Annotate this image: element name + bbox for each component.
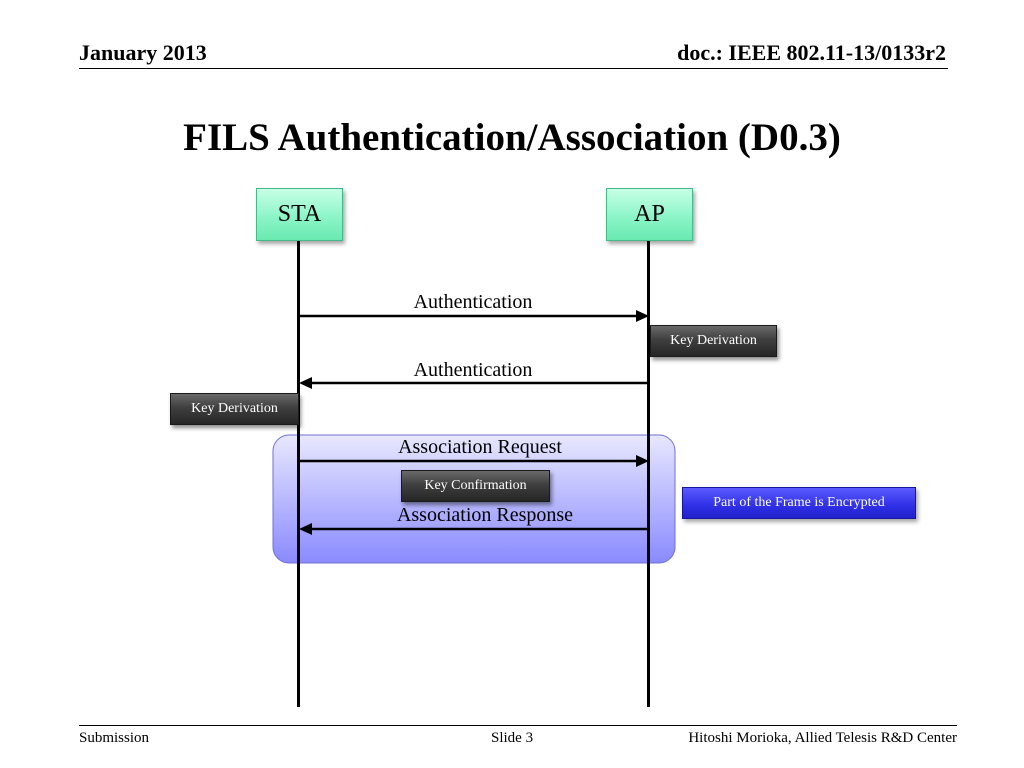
footer-slide-number: Slide 3 <box>491 730 534 746</box>
header-doc-id: doc.: IEEE 802.11-13/0133r2 <box>677 40 946 65</box>
assoc-request-arrowhead <box>636 455 649 467</box>
footer-divider <box>79 725 957 726</box>
auth-request-arrowhead <box>636 310 649 322</box>
encrypted-frame-note: Part of the Frame is Encrypted <box>682 487 916 519</box>
assoc-response-arrowhead <box>299 523 312 535</box>
key-derivation-ap-box: Key Derivation <box>650 325 777 357</box>
auth-response-label: Authentication <box>413 359 533 381</box>
assoc-response-label: Association Response <box>396 504 574 526</box>
ap-node: AP <box>606 188 693 241</box>
assoc-request-label: Association Request <box>398 436 562 458</box>
footer-author: Hitoshi Morioka, Allied Telesis R&D Cent… <box>688 730 957 746</box>
key-derivation-sta-box: Key Derivation <box>170 393 299 425</box>
sta-node: STA <box>256 188 343 241</box>
footer-submission: Submission <box>79 730 150 746</box>
key-confirmation-box: Key Confirmation <box>401 470 550 502</box>
auth-request-label: Authentication <box>413 291 533 313</box>
header-divider <box>79 68 948 69</box>
slide-title: FILS Authentication/Association (D0.3) <box>183 116 841 159</box>
auth-response-arrowhead <box>299 377 312 389</box>
header-date: January 2013 <box>79 40 207 65</box>
